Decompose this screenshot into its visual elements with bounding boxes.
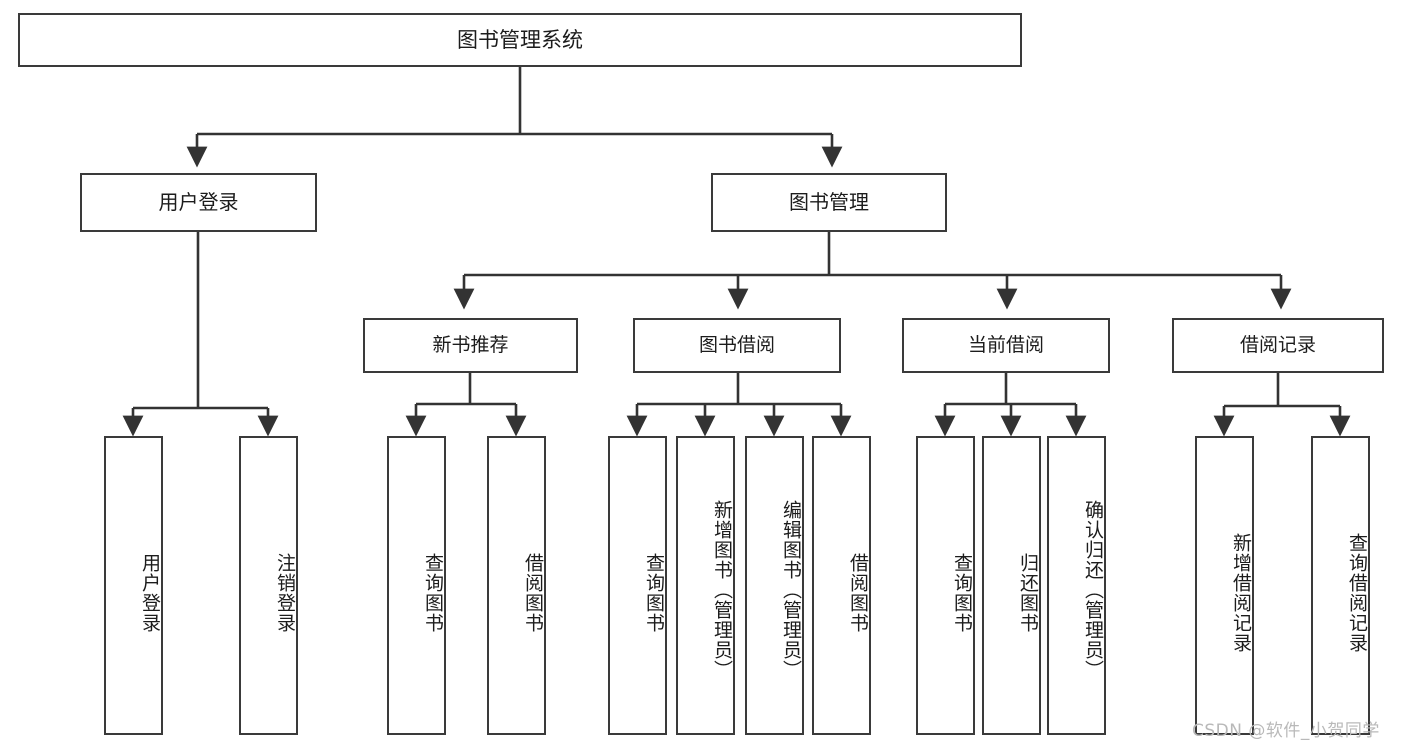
leaf-query-book-current[interactable]: 查询图书	[916, 436, 975, 735]
node-label: 查询借阅记录	[1346, 532, 1368, 653]
node-label: 用户登录	[158, 189, 239, 214]
node-label: 图书借阅	[698, 334, 775, 357]
node-label: 用户登录	[139, 552, 161, 633]
leaf-query-book-recommend[interactable]: 查询图书	[387, 436, 446, 735]
node-label: 注销登录	[274, 552, 296, 633]
node-user-login[interactable]: 用户登录	[80, 173, 317, 232]
node-new-book-recommend[interactable]: 新书推荐	[363, 318, 578, 373]
node-borrow-record[interactable]: 借阅记录	[1172, 318, 1384, 373]
node-label: 图书管理系统	[457, 27, 583, 52]
node-label: 当前借阅	[967, 334, 1044, 357]
node-label: 归还图书	[1017, 552, 1039, 633]
leaf-query-book-borrow[interactable]: 查询图书	[608, 436, 667, 735]
leaf-query-borrow-record[interactable]: 查询借阅记录	[1311, 436, 1370, 735]
leaf-add-borrow-record[interactable]: 新增借阅记录	[1195, 436, 1254, 735]
leaf-logout[interactable]: 注销登录	[239, 436, 298, 735]
node-label: 新书推荐	[432, 334, 509, 357]
leaf-edit-book-admin[interactable]: 编辑图书（管理员）	[745, 436, 804, 735]
node-current-borrow[interactable]: 当前借阅	[902, 318, 1110, 373]
node-label: 新增借阅记录	[1230, 532, 1252, 653]
node-label: 新增图书（管理员）	[711, 499, 733, 680]
leaf-user-login[interactable]: 用户登录	[104, 436, 163, 735]
leaf-borrow-book-recommend[interactable]: 借阅图书	[487, 436, 546, 735]
node-label: 借阅记录	[1239, 334, 1316, 357]
node-label: 查询图书	[643, 552, 665, 633]
node-root-book-management-system[interactable]: 图书管理系统	[18, 13, 1022, 67]
node-label: 查询图书	[951, 552, 973, 633]
node-book-management[interactable]: 图书管理	[711, 173, 947, 232]
leaf-borrow-book[interactable]: 借阅图书	[812, 436, 871, 735]
leaf-confirm-return-admin[interactable]: 确认归还（管理员）	[1047, 436, 1106, 735]
node-label: 查询图书	[422, 552, 444, 633]
node-label: 确认归还（管理员）	[1082, 499, 1104, 680]
node-label: 编辑图书（管理员）	[780, 499, 802, 680]
node-label: 借阅图书	[522, 552, 544, 633]
leaf-add-book-admin[interactable]: 新增图书（管理员）	[676, 436, 735, 735]
node-label: 图书管理	[789, 189, 869, 214]
csdn-watermark: CSDN @软件_小贺同学	[1192, 721, 1380, 741]
leaf-return-book[interactable]: 归还图书	[982, 436, 1041, 735]
node-label: 借阅图书	[847, 552, 869, 633]
node-book-borrow[interactable]: 图书借阅	[633, 318, 841, 373]
